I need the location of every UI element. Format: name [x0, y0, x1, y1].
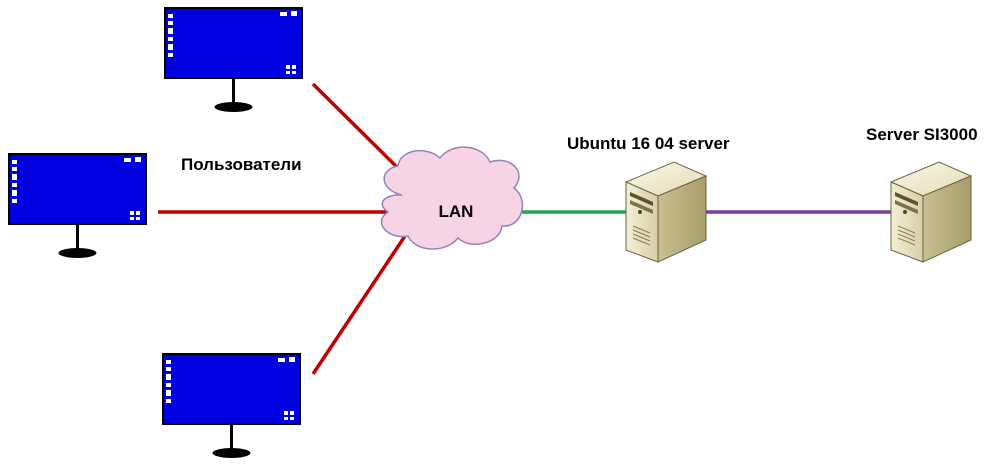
monitor-icon — [164, 7, 303, 113]
monitor-icon — [8, 153, 147, 259]
link-monitor-top-lan — [311, 82, 412, 182]
monitor-icon — [162, 353, 301, 459]
link-monitor-bottom-lan — [311, 235, 407, 375]
server-tower-icon — [625, 161, 707, 263]
users-label: Пользователи — [181, 155, 302, 174]
lan-label: LAN — [439, 202, 474, 221]
server-tower-icon — [890, 161, 972, 263]
cloud-icon — [380, 146, 524, 250]
si3000-server-label: Server SI3000 — [866, 125, 978, 144]
ubuntu-server-label: Ubuntu 16 04 server — [567, 134, 730, 153]
